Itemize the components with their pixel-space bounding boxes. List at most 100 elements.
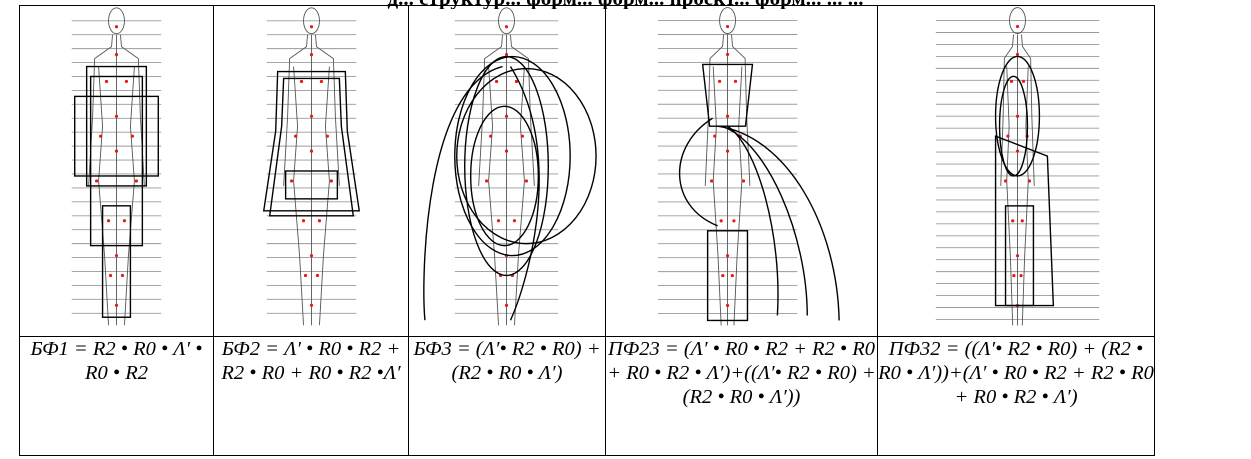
silhouette-rect bbox=[85, 65, 148, 187]
body-outline-right bbox=[510, 34, 535, 326]
measure-point bbox=[494, 79, 499, 84]
measure-point bbox=[1011, 219, 1015, 223]
figure-1-cell bbox=[19, 5, 214, 337]
measure-point bbox=[315, 273, 320, 278]
body-outline-right bbox=[1021, 34, 1035, 326]
head-outline bbox=[498, 7, 515, 35]
measure-point bbox=[485, 179, 489, 183]
figure-4-drawing bbox=[657, 7, 840, 326]
measure-point bbox=[524, 179, 528, 183]
measure-point bbox=[301, 219, 306, 223]
measure-point bbox=[325, 134, 330, 138]
body-outline-right bbox=[120, 34, 145, 326]
measure-point bbox=[1015, 254, 1020, 258]
measure-point bbox=[1012, 274, 1016, 278]
figure-3-drawing bbox=[423, 7, 597, 326]
measure-point bbox=[1021, 79, 1026, 83]
figure-4-caption: ПФ23 = (Λ′ • R0 • R2 + R2 • R0 + R0 • R2… bbox=[605, 336, 878, 456]
measure-point bbox=[98, 134, 103, 138]
page-title: д... структур... форм... форм... проект.… bbox=[0, 0, 1251, 9]
silhouette-ellipse bbox=[454, 55, 571, 257]
measure-point bbox=[1015, 114, 1020, 118]
body-outline-left bbox=[1000, 34, 1014, 326]
measure-point bbox=[520, 134, 525, 138]
silhouette-rect bbox=[1004, 205, 1035, 307]
measure-point bbox=[504, 114, 509, 118]
silhouette-rect bbox=[101, 205, 132, 318]
figure-1-drawing bbox=[71, 7, 162, 326]
measure-point bbox=[114, 149, 119, 153]
silhouette-ellipse bbox=[998, 75, 1029, 177]
measure-point bbox=[104, 79, 109, 84]
measure-point bbox=[303, 273, 308, 278]
measure-point bbox=[741, 179, 746, 183]
figure-2-caption: БФ2 = Λ′ • R0 • R2 + R2 • R0 + R0 • R2 •… bbox=[213, 336, 409, 456]
measure-point bbox=[293, 134, 298, 138]
silhouette-ellipse bbox=[456, 67, 597, 245]
measure-point bbox=[730, 274, 734, 278]
measure-point bbox=[290, 179, 294, 183]
measure-point bbox=[725, 114, 730, 118]
measure-point bbox=[504, 149, 509, 153]
body-outline-left bbox=[478, 34, 503, 326]
figure-5-drawing bbox=[935, 7, 1100, 326]
measure-point bbox=[514, 79, 519, 84]
measure-point bbox=[713, 134, 717, 138]
measure-point bbox=[309, 253, 314, 258]
skirt-rect bbox=[706, 230, 749, 322]
measure-point bbox=[309, 114, 314, 118]
silhouette-shape bbox=[994, 135, 1055, 307]
silhouette-trapezoid bbox=[268, 77, 355, 217]
measure-point bbox=[114, 53, 119, 57]
measure-point bbox=[329, 179, 333, 183]
silhouette-rect bbox=[74, 95, 159, 177]
measure-point bbox=[309, 53, 314, 57]
measure-point bbox=[134, 179, 138, 183]
measure-point bbox=[488, 134, 493, 138]
measure-point bbox=[1027, 179, 1032, 183]
measure-point bbox=[120, 273, 125, 278]
silhouette-curve bbox=[509, 66, 540, 321]
measure-point bbox=[710, 179, 714, 183]
measure-point bbox=[299, 79, 304, 84]
measure-point bbox=[114, 303, 119, 307]
measure-point bbox=[114, 25, 119, 29]
measure-point bbox=[114, 253, 119, 258]
measure-point bbox=[108, 273, 113, 278]
silhouette-rect bbox=[284, 170, 339, 200]
figure-2-cell bbox=[213, 5, 409, 337]
measure-point bbox=[1019, 274, 1023, 278]
skirt-curve bbox=[727, 125, 779, 316]
measure-point bbox=[114, 114, 119, 118]
measure-point bbox=[1009, 79, 1014, 83]
measure-point bbox=[725, 303, 730, 308]
head-outline bbox=[108, 7, 125, 35]
figure-5-caption: ПФ32 = ((Λ′• R2 • R0) + (R2 • R0 • Λ′))+… bbox=[877, 336, 1155, 456]
measure-point bbox=[725, 52, 730, 57]
head-outline bbox=[719, 7, 736, 34]
head-outline bbox=[1009, 7, 1026, 34]
measure-point bbox=[122, 219, 127, 223]
measure-point bbox=[130, 134, 135, 138]
measure-point bbox=[106, 219, 111, 223]
body-outline-left bbox=[283, 34, 308, 326]
silhouette-rect bbox=[89, 75, 144, 247]
skirt-curve bbox=[678, 117, 718, 227]
figure-caption-row: БФ1 = R2 • R0 • Λ′ • R0 • R2 БФ2 = Λ′ • … bbox=[19, 336, 1155, 456]
figure-3-caption: БФ3 = (Λ′• R2 • R0) + (R2 • R0 • Λ′) bbox=[408, 336, 606, 456]
measure-point bbox=[309, 149, 314, 153]
measure-point bbox=[317, 219, 322, 223]
measure-point bbox=[732, 219, 736, 223]
figure-table: БФ1 = R2 • R0 • Λ′ • R0 • R2 БФ2 = Λ′ • … bbox=[19, 5, 1155, 456]
measure-point bbox=[733, 79, 738, 83]
measure-point bbox=[725, 149, 730, 153]
skirt-curve bbox=[721, 125, 808, 316]
measure-point bbox=[721, 274, 725, 278]
measure-point bbox=[725, 24, 730, 29]
bodice-shape bbox=[701, 63, 754, 127]
measure-point bbox=[725, 254, 730, 258]
body-outline-right bbox=[315, 34, 340, 326]
head-outline bbox=[303, 7, 320, 35]
figure-2-drawing bbox=[262, 7, 361, 326]
figure-4-cell bbox=[605, 5, 878, 337]
